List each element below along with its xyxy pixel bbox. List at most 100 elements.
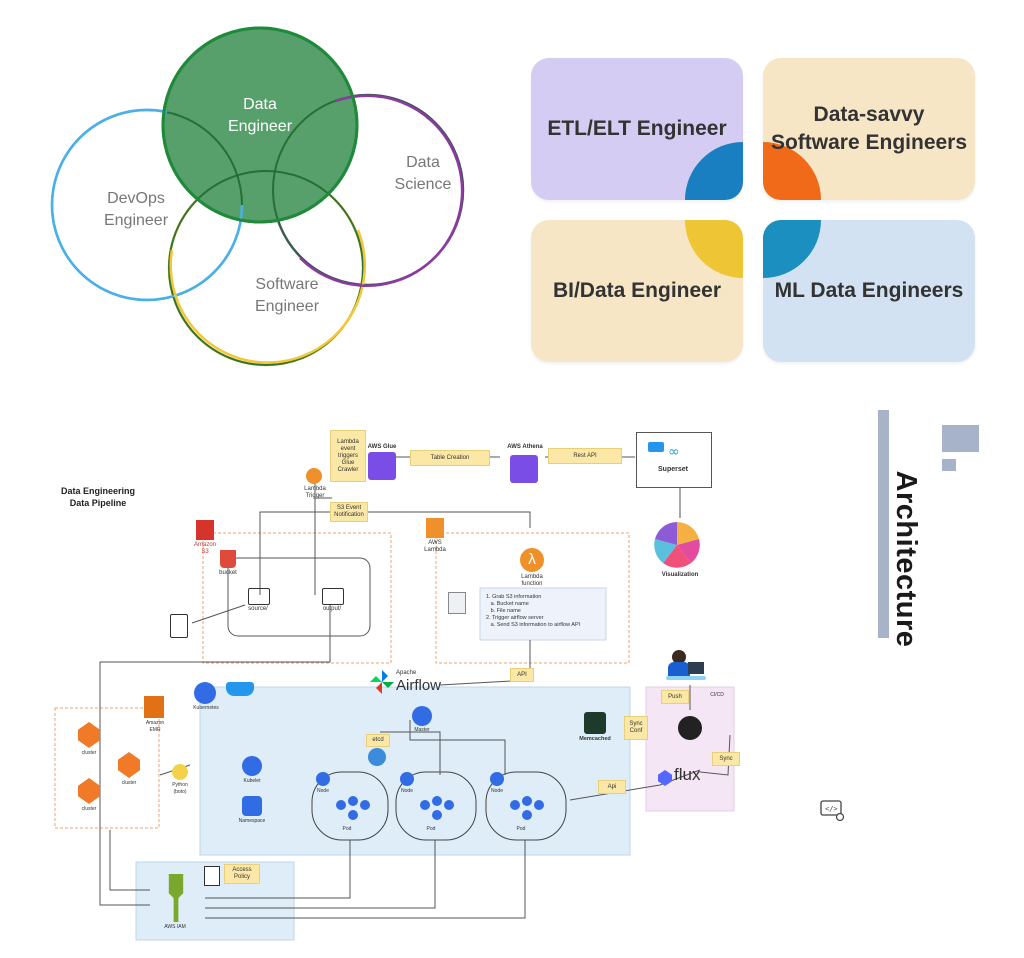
namespace-icon <box>242 796 262 816</box>
access-policy-box: Access Policy <box>224 864 260 884</box>
tile-accent-shape <box>763 220 821 278</box>
master-icon <box>412 706 432 726</box>
tile-accent-shape <box>685 142 743 200</box>
apache-label: Apache <box>396 670 417 676</box>
api2-box: Api <box>598 780 626 794</box>
node-icon-3 <box>490 772 504 786</box>
lambda-event-box: Lambda event triggers Glue Crawler <box>330 430 366 482</box>
superset-box <box>636 432 712 488</box>
devops-outer-arc <box>50 108 244 302</box>
venn-label-data-engineer: Data Engineer <box>227 96 293 135</box>
tile-data-savvy-software-engineers: Data-savvy Software Engineers <box>763 58 975 200</box>
architecture-logo-square-large <box>942 425 979 452</box>
venn-svg <box>50 26 465 367</box>
aws-lambda-icon <box>426 518 444 538</box>
architecture-logo-square-small <box>942 459 956 471</box>
bucket-icon <box>220 550 236 568</box>
memcached-label: Memcached <box>579 736 611 742</box>
node-label-2: Node <box>401 788 413 794</box>
svg-text:</>: </> <box>825 805 838 813</box>
cluster-label-3: cluster <box>81 806 97 812</box>
superset-logo-icon: ∞ <box>668 444 680 460</box>
cicd-label: CI/CD <box>710 692 724 698</box>
tile-label: ML Data Engineers <box>774 279 964 302</box>
push-box: Push <box>661 690 689 704</box>
output-folder-icon <box>322 588 344 605</box>
tile-label: BI/Data Engineer <box>552 279 722 302</box>
amazon-emr-label: Amazon EMR <box>145 720 165 733</box>
bucket-label: bucket <box>219 570 237 576</box>
code-settings-icon: </> <box>820 800 845 822</box>
flux-icon <box>658 770 672 786</box>
lambda-steps-box <box>479 587 607 641</box>
node-container-2 <box>395 771 477 841</box>
cluster-label-1: cluster <box>81 750 97 756</box>
tile-ml-data-engineers: ML Data Engineers <box>763 220 975 362</box>
node-icon-1 <box>316 772 330 786</box>
lambda-region <box>435 532 630 664</box>
tile-label: ETL/ELT Engineer <box>547 117 727 140</box>
venn-diagram: Data Engineer Data Science DevOps Engine… <box>40 0 480 380</box>
flux-label: flux <box>674 765 701 784</box>
amazon-emr-icon <box>144 696 164 718</box>
master-label: Master <box>414 727 430 733</box>
etcd-box: etcd <box>366 734 390 747</box>
architecture-bar <box>878 410 889 638</box>
lambda-steps: 1. Grab S3 information a. Bucket name b.… <box>486 594 604 629</box>
pipeline-title: Data Engineering Data Pipeline <box>60 486 135 508</box>
emr-region <box>54 707 160 829</box>
tile-etl-engineer: ETL/ELT Engineer <box>531 58 743 200</box>
source-label: source/ <box>248 606 268 612</box>
aws-iam-label: AWS IAM <box>164 924 186 930</box>
pod-label-3: Pod <box>516 826 526 832</box>
node-icon-2 <box>400 772 414 786</box>
lambda-step: 2. Trigger airflow server <box>486 615 544 621</box>
output-label: output/ <box>322 606 342 612</box>
pod-group-3 <box>510 796 546 824</box>
pod-label-2: Pod <box>426 826 436 832</box>
venn-label-data-science: Data Science <box>394 154 452 193</box>
pod-label-1: Pod <box>342 826 352 832</box>
kubernetes-label: Kubernetes <box>193 705 219 711</box>
tile-accent-shape <box>685 220 743 278</box>
lambda-step: a. Send S3 information to airflow API <box>486 622 581 628</box>
tile-accent-shape <box>763 142 821 200</box>
lambda-step: b. File name <box>486 608 521 614</box>
pod-group-2 <box>420 796 456 824</box>
aws-athena-label: AWS Athena <box>507 444 543 450</box>
cluster-icon-1 <box>78 722 100 748</box>
memcached-icon <box>584 712 606 734</box>
developer-icon <box>666 650 706 680</box>
aws-glue-icon <box>368 452 396 480</box>
pod-group-1 <box>336 796 372 824</box>
amazon-s3-icon <box>196 520 214 540</box>
node-label-3: Node <box>491 788 503 794</box>
superset-label: Superset <box>658 466 688 473</box>
python-label: Python (boto) <box>172 782 188 795</box>
aws-athena-icon <box>510 455 538 483</box>
node-container-3 <box>485 771 567 841</box>
cluster-icon-2 <box>118 752 140 778</box>
table-creation-box: Table Creation <box>410 450 490 466</box>
aws-glue-label: AWS Glue <box>367 444 397 450</box>
docker-icon <box>226 682 254 696</box>
aws-lambda-label: AWS Lambda <box>424 540 446 553</box>
kubelet-label: Kubelet <box>243 778 261 784</box>
sync-conf-box: Sync Conf <box>624 716 648 740</box>
tile-label: Data-savvy Software Engineers <box>770 103 968 154</box>
s3-region <box>202 532 392 664</box>
architecture-title: Architecture <box>888 449 922 669</box>
airflow-label: Airflow <box>396 677 442 694</box>
software-outer-arc <box>169 229 366 364</box>
policy-document-icon <box>204 866 220 886</box>
science-outer-arc <box>299 94 464 287</box>
lambda-function-icon: λ <box>520 548 544 572</box>
visualization-pie <box>654 522 700 568</box>
node-label-1: Node <box>317 788 329 794</box>
kubelet-icon <box>242 756 262 776</box>
airflow-pinwheel-icon <box>370 670 394 694</box>
lambda-trigger-label: Lambda Trigger <box>304 486 326 499</box>
lambda-step: 1. Grab S3 information <box>486 594 542 600</box>
kubernetes-icon <box>194 682 216 704</box>
s3-event-box: S3 Event Notification <box>330 502 368 522</box>
